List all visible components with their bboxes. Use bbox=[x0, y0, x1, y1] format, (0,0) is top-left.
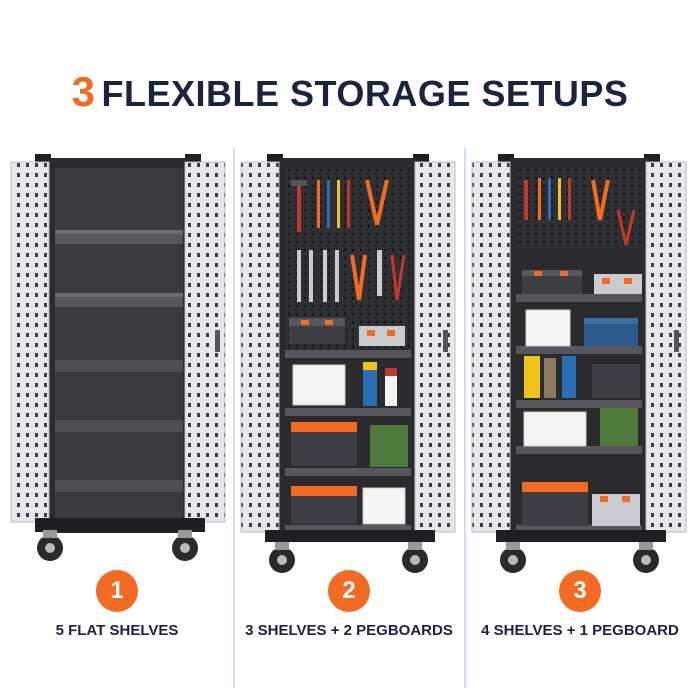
toolbox-icon bbox=[522, 270, 642, 294]
cabinet-icon bbox=[471, 154, 687, 573]
toolbox-icon bbox=[289, 318, 405, 346]
title-text: FLEXIBLE STORAGE SETUPS bbox=[101, 73, 629, 114]
bucket-icon bbox=[525, 309, 571, 347]
spray-bottle-icon bbox=[562, 356, 576, 398]
setup-1-caption: 5 FLAT SHELVES bbox=[55, 622, 179, 639]
setup-2-badge: 2 bbox=[328, 570, 370, 612]
jerrycan-icon bbox=[370, 425, 408, 467]
divider-right bbox=[464, 148, 466, 688]
setup-3-illustration bbox=[468, 150, 698, 590]
cabinet-icon bbox=[240, 154, 456, 573]
setup-1-badge: 1 bbox=[96, 570, 138, 612]
shelf-icon bbox=[55, 230, 183, 492]
setup-2-illustration bbox=[237, 150, 467, 590]
pegboard-icon bbox=[516, 168, 642, 248]
divider-left bbox=[233, 148, 235, 688]
setup-3-badge: 3 bbox=[559, 570, 601, 612]
bucket-icon bbox=[292, 364, 346, 406]
cabinet-icon bbox=[10, 154, 226, 561]
setup-1-illustration bbox=[5, 150, 235, 590]
title-number: 3 bbox=[71, 68, 96, 115]
setup-3-caption: 4 SHELVES + 1 PEGBOARD bbox=[481, 622, 679, 639]
setup-2-caption: 3 SHELVES + 2 PEGBOARDS bbox=[245, 622, 453, 639]
